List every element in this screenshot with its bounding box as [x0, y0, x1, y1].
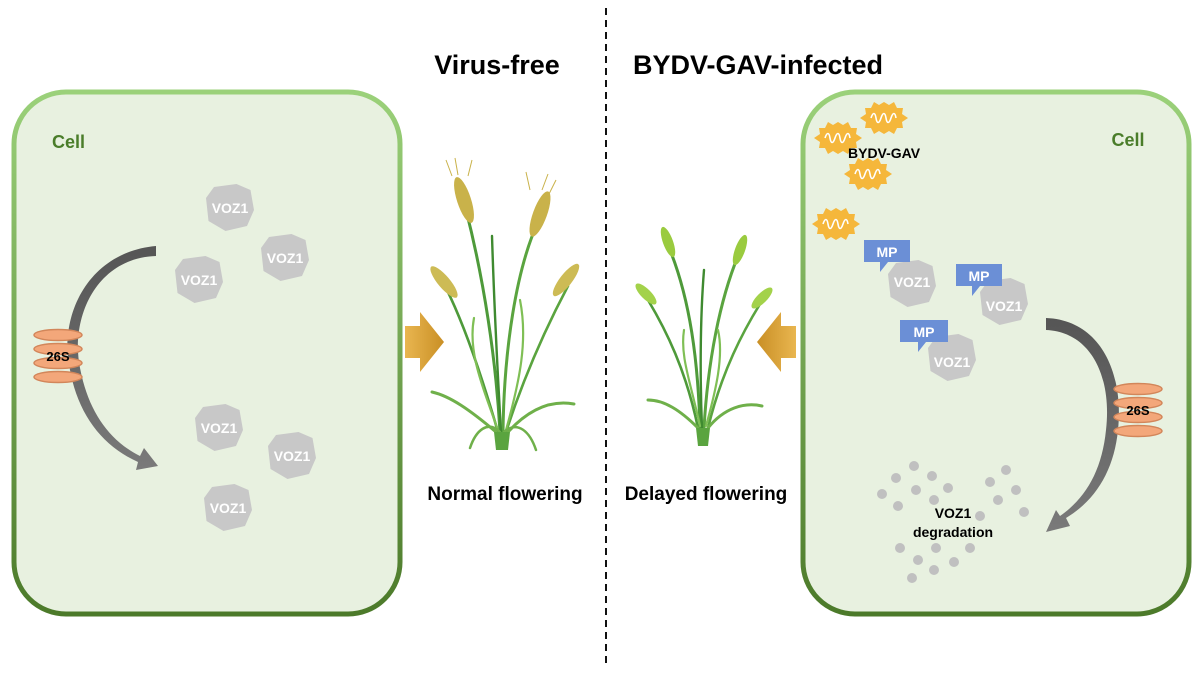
voz1-label: VOZ1 [894, 274, 931, 290]
left-cell: Cell 26S VOZ1 VOZ1 VOZ1 VOZ1 VOZ1 VOZ1 [11, 89, 403, 617]
caption-normal-flowering: Normal flowering [427, 484, 582, 505]
mp-protein [900, 320, 948, 352]
voz1-protein [204, 484, 252, 531]
mp-protein [956, 264, 1002, 296]
mp-label: MP [877, 244, 898, 260]
voz1-label: VOZ1 [201, 420, 238, 436]
voz1-protein [175, 256, 223, 303]
proteasome-label-left: 26S [46, 349, 69, 364]
block-arrow-left [757, 312, 796, 372]
tall-wheat-plant-icon [430, 157, 580, 452]
voz1-protein [261, 234, 309, 281]
voz1-protein [888, 260, 936, 307]
mp-label: MP [969, 268, 990, 284]
degradation-label-line1: VOZ1 [935, 505, 972, 521]
mp-protein [864, 240, 910, 272]
voz1-protein [980, 278, 1028, 325]
right-cell-title: Cell [1111, 130, 1144, 150]
voz1-protein [928, 334, 976, 381]
voz1-label: VOZ1 [986, 298, 1023, 314]
caption-delayed-flowering: Delayed flowering [625, 484, 788, 505]
voz1-label: VOZ1 [212, 200, 249, 216]
voz1-label: VOZ1 [181, 272, 218, 288]
left-cell-title: Cell [52, 132, 85, 152]
voz1-label: VOZ1 [934, 354, 971, 370]
proteasome-26s-icon [33, 328, 83, 384]
right-cell: Cell BYDV-GAV MP VOZ1 MP VOZ1 MP VOZ1 2 [800, 89, 1192, 617]
heading-bydv-infected: BYDV-GAV-infected [633, 50, 883, 80]
voz1-protein [195, 404, 243, 451]
right-degradation-arrow [1046, 318, 1119, 532]
voz1-label: VOZ1 [274, 448, 311, 464]
mp-label: MP [914, 324, 935, 340]
short-wheat-plant-icon [635, 226, 773, 446]
proteasome-26s-icon [1113, 382, 1163, 438]
voz1-protein [268, 432, 316, 479]
block-arrow-right [405, 312, 444, 372]
degraded-fragments [877, 461, 1029, 583]
proteasome-label-right: 26S [1126, 403, 1149, 418]
heading-virus-free: Virus-free [434, 50, 560, 80]
voz1-label: VOZ1 [210, 500, 247, 516]
left-degradation-arrow [67, 246, 158, 470]
virus-label: BYDV-GAV [848, 145, 921, 161]
degradation-label-line2: degradation [913, 524, 993, 540]
voz1-protein [206, 184, 254, 231]
voz1-label: VOZ1 [267, 250, 304, 266]
